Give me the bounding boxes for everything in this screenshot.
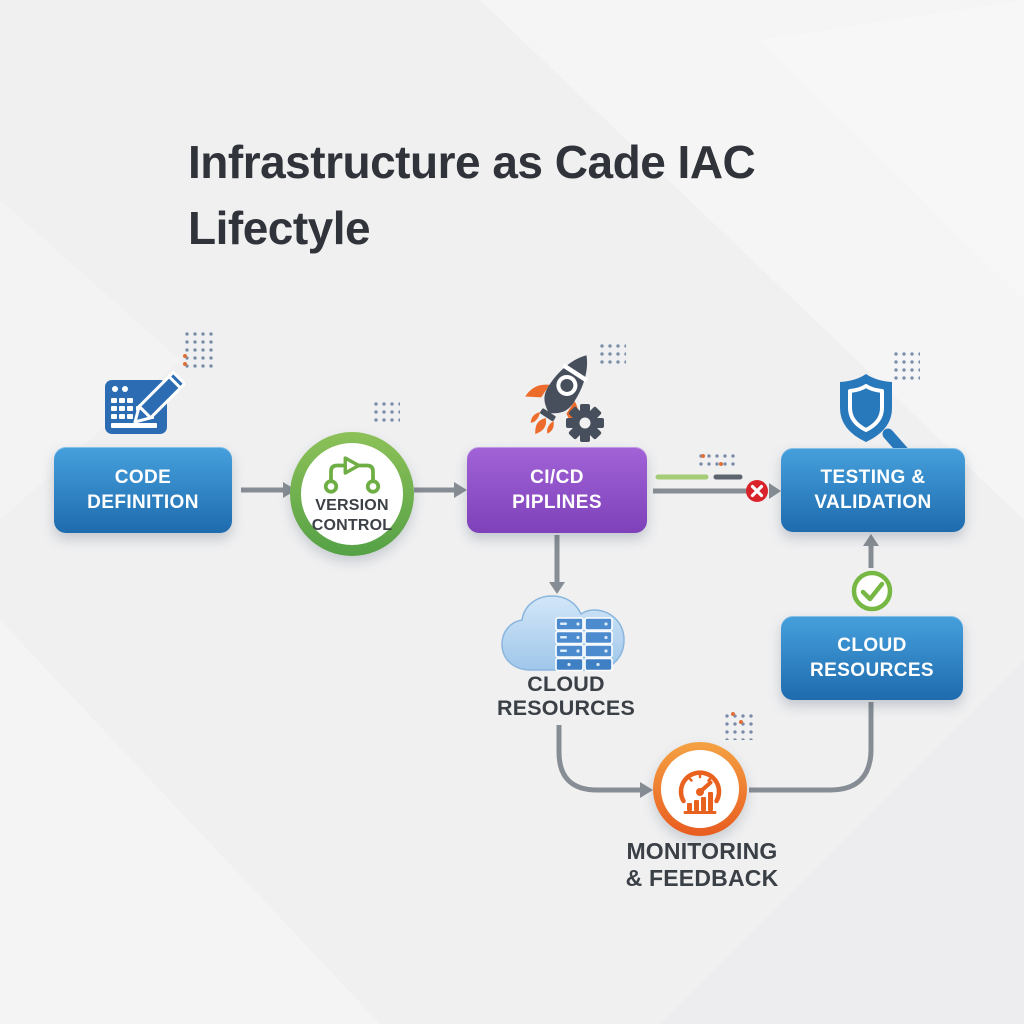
node-label: MONITORING bbox=[626, 838, 778, 864]
node-label: CLOUD bbox=[837, 635, 907, 656]
gear-icon bbox=[566, 404, 604, 442]
accent-dot bbox=[731, 712, 735, 716]
dot-grid bbox=[372, 400, 400, 426]
connector-monitoring-to-cloudbox bbox=[749, 702, 874, 793]
page-title-line1: Infrastructure as Cade IAC bbox=[188, 135, 756, 188]
node-label: & FEEDBACK bbox=[625, 865, 779, 891]
check-circle-icon bbox=[851, 570, 893, 612]
node-version-control: VERSION CONTROL bbox=[290, 432, 414, 556]
node-label: TESTING & bbox=[820, 467, 926, 488]
error-circle-icon bbox=[746, 480, 768, 502]
node-label: DEFINITION bbox=[87, 492, 199, 513]
git-branch-icon bbox=[323, 456, 381, 494]
node-code-definition: CODE DEFINITION bbox=[54, 447, 232, 533]
accent-dot bbox=[739, 720, 743, 724]
version-control-inner: VERSION CONTROL bbox=[301, 443, 403, 545]
monitoring-inner bbox=[661, 750, 739, 828]
code-editor-icon bbox=[105, 370, 185, 434]
node-cicd-pipelines: CI/CD PIPLINES bbox=[467, 447, 647, 533]
node-testing-validation: TESTING & VALIDATION bbox=[781, 448, 965, 532]
node-cloud-resources-box: CLOUD RESOURCES bbox=[781, 616, 963, 700]
cloud-servers-icon bbox=[501, 595, 625, 672]
node-monitoring-feedback bbox=[653, 742, 747, 836]
dot-grid bbox=[892, 350, 920, 380]
node-label: VERSION bbox=[315, 497, 389, 514]
server-stack-icon bbox=[555, 617, 613, 672]
pencil-icon bbox=[133, 370, 185, 424]
accent-dot bbox=[183, 354, 187, 358]
arrow-version-to-cicd bbox=[414, 482, 467, 498]
node-label: VALIDATION bbox=[814, 492, 932, 513]
gauge-icon bbox=[678, 770, 722, 814]
dot-grid bbox=[598, 342, 626, 368]
node-label: CLOUD bbox=[527, 672, 605, 696]
page-title: Infrastructure as Cade IAC Lifectyle bbox=[188, 129, 908, 261]
accent-dot bbox=[701, 454, 705, 458]
dot-grid bbox=[183, 330, 217, 368]
node-label: CONTROL bbox=[311, 517, 393, 534]
cloud-resources-label: CLOUD RESOURCES bbox=[466, 672, 666, 720]
arrow-code-to-version bbox=[241, 482, 296, 498]
rocket-icon bbox=[525, 355, 589, 435]
page-title-line2: Lifectyle bbox=[188, 201, 371, 254]
node-label: RESOURCES bbox=[810, 660, 934, 681]
node-version-control-label: VERSION CONTROL bbox=[301, 496, 403, 536]
arrow-cicd-to-cloud bbox=[549, 535, 565, 594]
node-label: PIPLINES bbox=[512, 492, 602, 513]
dot-grid bbox=[723, 712, 753, 740]
arrow-cloudbox-to-testing bbox=[863, 534, 879, 568]
node-label: CODE bbox=[114, 467, 172, 488]
arrow-cloud-to-monitoring bbox=[556, 725, 653, 798]
dot-grid bbox=[697, 452, 735, 470]
monitoring-feedback-label: MONITORING & FEEDBACK bbox=[592, 838, 812, 892]
arrow-cicd-to-testing bbox=[653, 483, 781, 499]
accent-dot bbox=[719, 462, 723, 466]
node-label: CI/CD bbox=[530, 467, 584, 488]
node-label: RESOURCES bbox=[497, 696, 635, 720]
accent-dot bbox=[183, 362, 187, 366]
shield-magnifier-icon bbox=[840, 374, 909, 457]
